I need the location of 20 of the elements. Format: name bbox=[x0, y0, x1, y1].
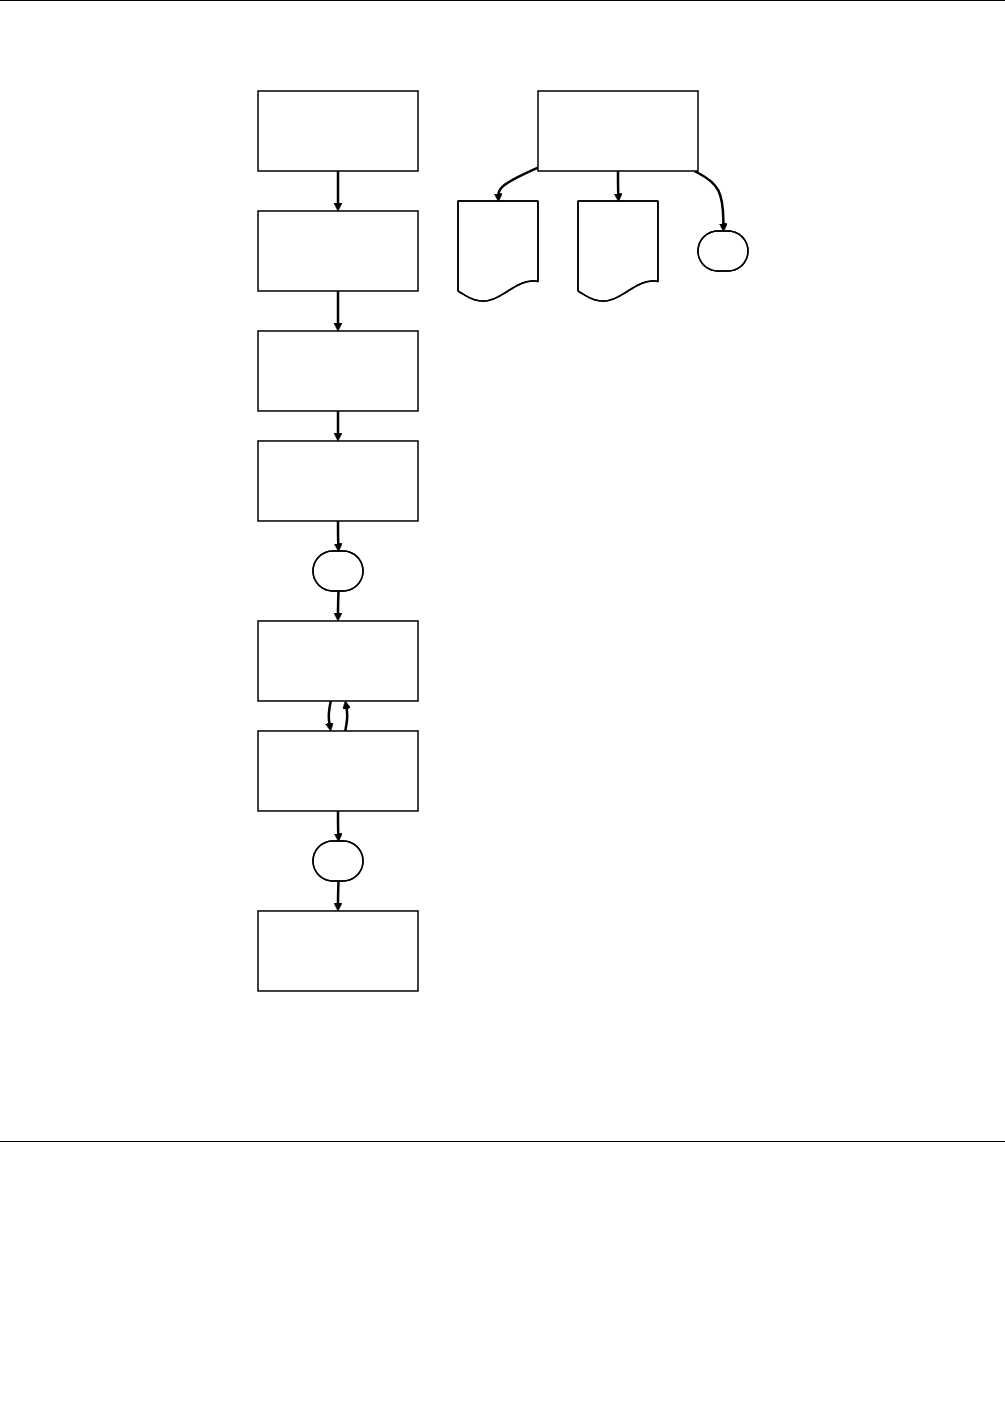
node-box bbox=[536, 90, 699, 172]
arrow bbox=[333, 521, 343, 552]
arrow bbox=[333, 411, 342, 442]
arrow bbox=[333, 591, 342, 622]
arrow bbox=[693, 169, 728, 232]
arrow bbox=[333, 291, 342, 332]
arrow bbox=[341, 700, 351, 732]
arrow bbox=[493, 166, 539, 202]
node-box bbox=[256, 910, 419, 992]
arrow bbox=[324, 700, 334, 732]
node-box bbox=[256, 730, 419, 812]
arrow bbox=[333, 171, 342, 212]
arrow bbox=[333, 811, 343, 842]
node-box bbox=[256, 90, 419, 172]
node-box bbox=[256, 620, 419, 702]
node-box bbox=[256, 440, 419, 522]
node-box bbox=[256, 210, 419, 292]
node-box bbox=[256, 330, 419, 412]
arrow bbox=[333, 881, 342, 912]
arrow bbox=[613, 171, 623, 202]
